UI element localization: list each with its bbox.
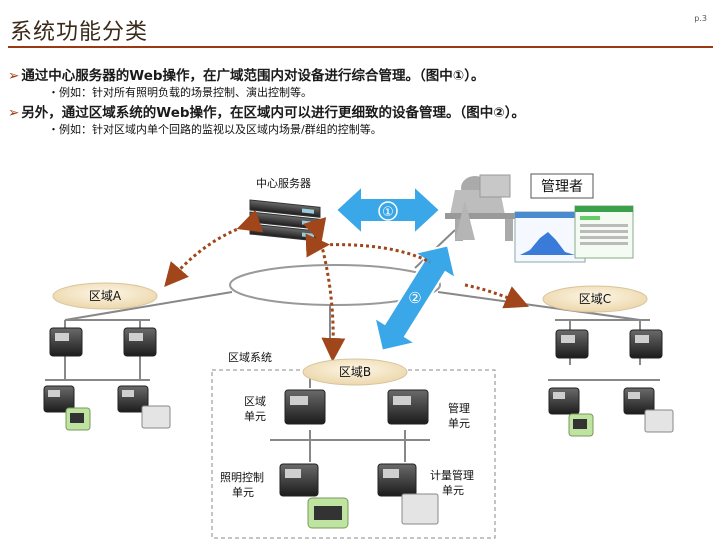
bullet-1: ➢通过中心服务器的Web操作，在广域范围内对设备进行综合管理。（图中①）。 <box>8 64 484 84</box>
page-title: 系统功能分类 <box>10 20 149 45</box>
arrow-2: ② <box>372 244 458 352</box>
unit-zone-label-2: 单元 <box>244 410 266 423</box>
zone-b-label: 区域B <box>339 365 371 379</box>
unit-lighting-label-1: 照明控制 <box>220 470 264 484</box>
page-number: p.3 <box>694 14 707 23</box>
meter-modules <box>141 405 674 525</box>
bullet-1-example: ・例如：针对所有照明负载的场景控制、演出控制等。 <box>48 86 312 99</box>
zone-b-oval <box>302 358 408 386</box>
dotted-arrows <box>164 209 530 362</box>
zone-system-label: 区域系统 <box>228 351 272 364</box>
unit-lighting-label-2: 单元 <box>232 486 254 499</box>
zone-c-oval <box>542 285 648 313</box>
central-server <box>249 199 321 242</box>
web-screen-thumbnails <box>514 205 634 263</box>
green-modules <box>65 407 594 529</box>
zone-a-oval <box>52 282 158 310</box>
arrow-1-label: ① <box>382 205 394 220</box>
bullet-arrow-icon: ➢ <box>8 68 20 84</box>
bullet-2-text: 另外，通过区域系统的Web操作，在区域内可以进行更细致的设备管理。（图中②）。 <box>21 105 525 121</box>
unit-manage-label-1: 管理 <box>448 401 470 415</box>
unit-zone-label-1: 区域 <box>244 395 266 408</box>
server-label: 中心服务器 <box>256 177 311 190</box>
device-units <box>43 327 663 497</box>
zone-c-label: 区域C <box>579 292 611 306</box>
unit-metering-label-2: 单元 <box>442 484 464 497</box>
bullet-1-text: 通过中心服务器的Web操作，在广域范围内对设备进行综合管理。（图中①）。 <box>21 68 485 84</box>
manager-workstation <box>445 174 525 241</box>
manager-label-box <box>530 173 594 199</box>
unit-metering-label-1: 计量管理 <box>430 468 474 482</box>
arrow-2-label: ② <box>408 289 421 307</box>
manager-label: 管理者 <box>541 179 583 195</box>
bullet-arrow-icon: ➢ <box>8 105 20 121</box>
bullet-2: ➢另外，通过区域系统的Web操作，在区域内可以进行更细致的设备管理。（图中②）。 <box>8 101 525 121</box>
arrow-1: ① <box>334 183 442 237</box>
bullet-2-example: ・例如：针对区域内单个回路的监视以及区域内场景/群组的控制等。 <box>48 123 382 136</box>
title-divider <box>8 46 713 48</box>
device-panels <box>48 333 649 478</box>
unit-manage-label-2: 单元 <box>448 417 470 430</box>
zone-a-label: 区域A <box>89 289 122 303</box>
